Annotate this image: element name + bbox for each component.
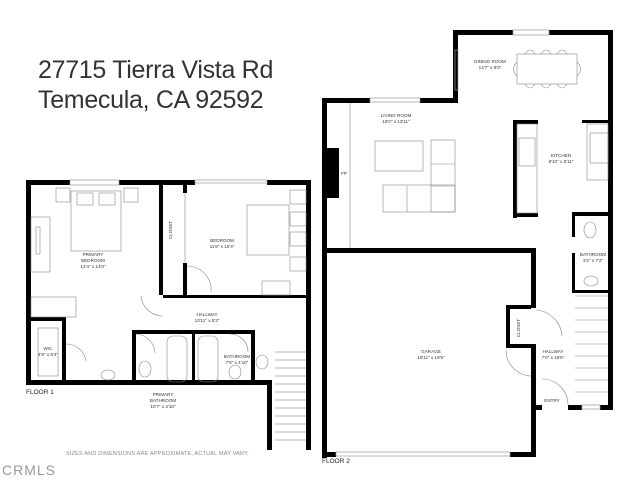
room-dims-wic: 4'9" x 6'4" <box>38 352 58 357</box>
room-label-primary-bedroom: PRIMARY <box>83 252 104 257</box>
room-dims-bathroom-2: 3'2" x 7'2" <box>583 258 603 263</box>
room-dims-hallway: 13'11" x 5'2" <box>195 318 220 323</box>
room-dims-living-room: 18'0" x 13'11" <box>382 119 410 124</box>
room-label-hallway: HALLWAY <box>196 312 217 317</box>
floor-2-plan: DINING ROOM 14'7" x 8'0" LIVING ROOM 18'… <box>322 29 613 465</box>
room-label-closet-2: CLOSET <box>516 319 521 338</box>
floor-2-label: FLOOR 2 <box>322 458 350 465</box>
room-label-bedroom: BEDROOM <box>210 238 234 243</box>
disclaimer-text: SIZES AND DIMENSIONS ARE APPROXIMATE, AC… <box>66 451 249 457</box>
room-label-kitchen: KITCHEN <box>551 153 571 158</box>
address-line-2: Temecula, CA 92592 <box>38 86 264 114</box>
room-label-bathroom: BATHROOM <box>224 354 250 359</box>
floor-1-plan: PRIMARY BEDROOM 12'4" x 14'0" BEDROOM 11… <box>26 179 311 450</box>
room-label-closet: CLOSET <box>168 221 173 240</box>
room-dims-garage: 19'11" x 19'5" <box>417 355 445 360</box>
room-dims-bedroom: 11'6" x 10'4" <box>210 244 235 249</box>
room-label-primary-bathroom-2: BATHROOM <box>150 398 176 403</box>
watermark-logo: CRMLS <box>2 462 57 478</box>
room-dims-primary-bathroom: 10'7" x 4'10" <box>150 404 176 409</box>
room-label-living-room: LIVING ROOM <box>381 113 412 118</box>
room-label-garage: GARAGE <box>421 349 441 354</box>
address-line-1: 27715 Tierra Vista Rd <box>38 56 274 84</box>
room-dims-hallway-2: 7'0" x 18'5" <box>542 355 565 360</box>
floor-1-label: FLOOR 1 <box>26 389 54 396</box>
room-dims-primary-bedroom: 12'4" x 14'0" <box>80 264 106 269</box>
room-label-entry: ENTRY <box>544 398 560 403</box>
room-dims-bathroom: 7'5" x 4'10" <box>226 360 249 365</box>
room-label-primary-bedroom-2: BEDROOM <box>81 258 105 263</box>
fireplace-label: FP <box>341 171 347 176</box>
room-dims-kitchen: 8'10" x 8'11" <box>549 159 574 164</box>
room-label-bathroom-2: BATHROOM <box>580 252 606 257</box>
room-dims-dining-room: 14'7" x 8'0" <box>479 65 502 70</box>
room-label-hallway-2: HALLWAY <box>542 349 563 354</box>
room-label-wic: WIC <box>44 346 54 351</box>
room-label-primary-bathroom: PRIMARY <box>153 392 174 397</box>
room-label-dining-room: DINING ROOM <box>474 59 506 64</box>
